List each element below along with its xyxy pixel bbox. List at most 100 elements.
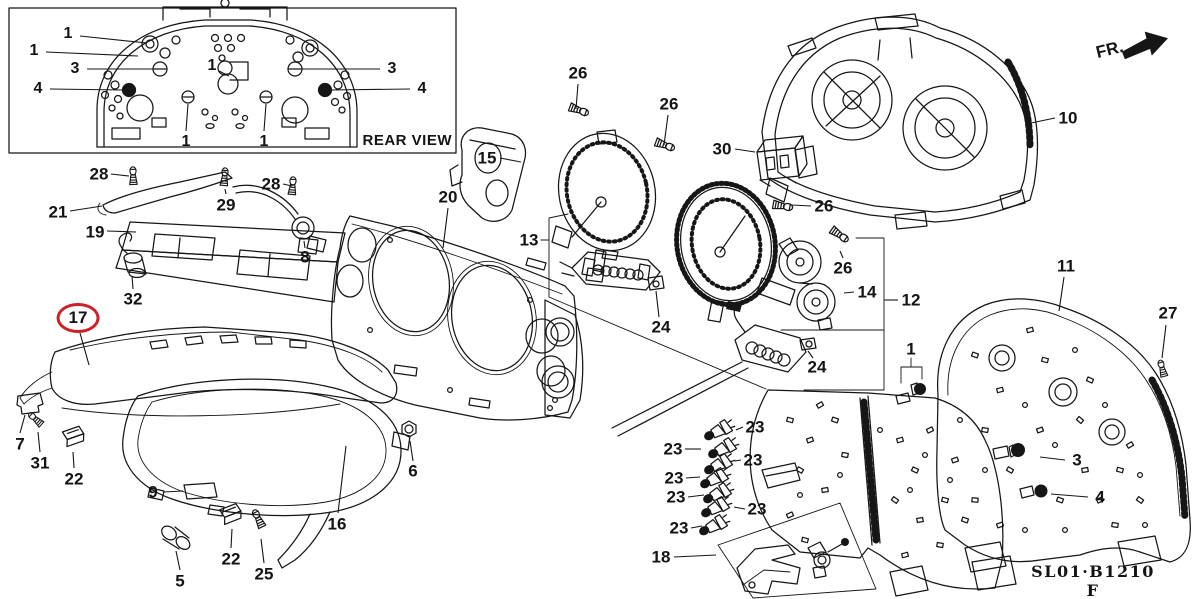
- small-hardware: [16, 392, 417, 550]
- part-20-bezel: [330, 215, 578, 421]
- part-1-bulb: [895, 357, 926, 405]
- part-label-26: 26: [833, 258, 853, 278]
- part-label-30: 30: [712, 139, 732, 159]
- leader-line-24: [655, 290, 660, 318]
- leader-line-9: [163, 490, 184, 493]
- fr-direction-arrow: [1121, 31, 1169, 60]
- part-13-speedometer-assembly: [540, 129, 817, 437]
- part-label-10: 10: [1058, 108, 1078, 128]
- leader-line-32: [131, 275, 134, 290]
- part-label-21: 21: [48, 202, 68, 222]
- leader-line-15: [499, 157, 522, 163]
- leader-line-26: [839, 250, 844, 259]
- leader-line-1: [263, 103, 267, 132]
- leader-line-1: [79, 35, 148, 44]
- part-5-cylinder: [161, 525, 191, 550]
- part-6-nut: [401, 420, 417, 438]
- part-label-24: 24: [807, 357, 827, 377]
- part-15-gauge-case: [449, 127, 527, 222]
- part-label-1: 1: [29, 42, 39, 59]
- part-label-16: 16: [327, 514, 347, 534]
- part-label-28: 28: [89, 164, 109, 184]
- part-label-29: 29: [216, 195, 236, 215]
- leader-line-4: [330, 88, 411, 91]
- part-11-rear-panel: [936, 298, 1191, 573]
- part-label-25: 25: [254, 564, 274, 584]
- part-label-1: 1: [906, 339, 916, 359]
- part-label-26: 26: [814, 196, 834, 216]
- part-18-knob-kit: [717, 502, 877, 599]
- part-label-14: 14: [857, 282, 877, 302]
- leader-line-31: [37, 431, 41, 453]
- leader-line-21: [69, 205, 103, 212]
- part-label-24: 24: [651, 317, 671, 337]
- leader-line-10: [1030, 117, 1056, 124]
- part-label-12: 12: [901, 290, 921, 310]
- part-label-22: 22: [64, 469, 84, 489]
- leader-line-24: [807, 350, 814, 359]
- part-label-23: 23: [664, 468, 684, 488]
- leader-line-4: [49, 88, 124, 91]
- leader-line-5: [175, 550, 181, 571]
- part-label-31: 31: [30, 453, 50, 473]
- part-8-grommet-harness: [232, 184, 327, 253]
- part-label-1: 1: [207, 57, 217, 74]
- leader-line-1: [218, 70, 230, 77]
- part-label-4: 4: [1095, 487, 1105, 507]
- leader-line-27: [1161, 324, 1167, 359]
- part-label-7: 7: [15, 434, 25, 454]
- leader-line-26: [575, 83, 579, 110]
- leader-line-28: [282, 183, 293, 187]
- part-label-27: 27: [1158, 303, 1178, 323]
- part-9-plate: [183, 482, 218, 500]
- part-label-9: 9: [148, 482, 158, 502]
- leader-line-26: [791, 204, 812, 207]
- leader-line-23: [735, 426, 744, 431]
- part-label-1: 1: [63, 25, 73, 42]
- flexible-pcb: [541, 299, 1017, 597]
- leader-line-11: [1058, 276, 1065, 312]
- part-30-connector: [756, 135, 808, 187]
- part-14-gauge-assembly: [778, 237, 836, 331]
- part-label-3: 3: [1072, 450, 1082, 470]
- leader-line-1: [185, 103, 189, 132]
- leader-line-22: [230, 528, 233, 549]
- leader-line-16: [337, 445, 347, 514]
- bulb-4: [1019, 484, 1048, 499]
- leader-line-29: [224, 188, 227, 195]
- leader-line-14: [843, 291, 855, 294]
- part-label-23: 23: [743, 450, 763, 470]
- part-label-23: 23: [745, 417, 765, 437]
- part-label-23: 23: [663, 439, 683, 459]
- part-label-3: 3: [70, 60, 80, 77]
- leader-line-23: [733, 506, 746, 510]
- part-16-lens-frame: [122, 378, 411, 569]
- leader-line-3: [1039, 456, 1066, 461]
- part-32-socket: [118, 232, 147, 279]
- diagram-code: SL01·B1210 F: [1031, 562, 1155, 599]
- part-label-3: 3: [387, 60, 397, 77]
- leader-line-28: [110, 173, 130, 177]
- leader-line-20: [442, 207, 449, 249]
- part-label-11: 11: [1057, 256, 1075, 276]
- rear-view-inset: [8, 0, 457, 154]
- part-label-26: 26: [659, 94, 679, 114]
- leader-line-4: [1050, 493, 1089, 498]
- part-label-26: 26: [568, 63, 588, 83]
- part-label-15: 15: [477, 148, 497, 168]
- leader-line-30: [734, 148, 756, 153]
- part-label-5: 5: [175, 571, 185, 591]
- part-label-23: 23: [669, 518, 689, 538]
- part-label-28: 28: [261, 174, 281, 194]
- leader-line-18: [673, 554, 717, 558]
- part-7-clip: [16, 392, 44, 415]
- part-21-strip: [97, 171, 233, 216]
- part-label-6: 6: [408, 461, 418, 481]
- part-label-8: 8: [300, 247, 310, 267]
- part-label-17-highlighted: 17: [56, 303, 100, 333]
- leader-line-25: [260, 538, 265, 564]
- part-17-upper-visor: [19, 326, 398, 417]
- leader-line-23: [687, 494, 705, 498]
- bulb-3: [992, 443, 1025, 460]
